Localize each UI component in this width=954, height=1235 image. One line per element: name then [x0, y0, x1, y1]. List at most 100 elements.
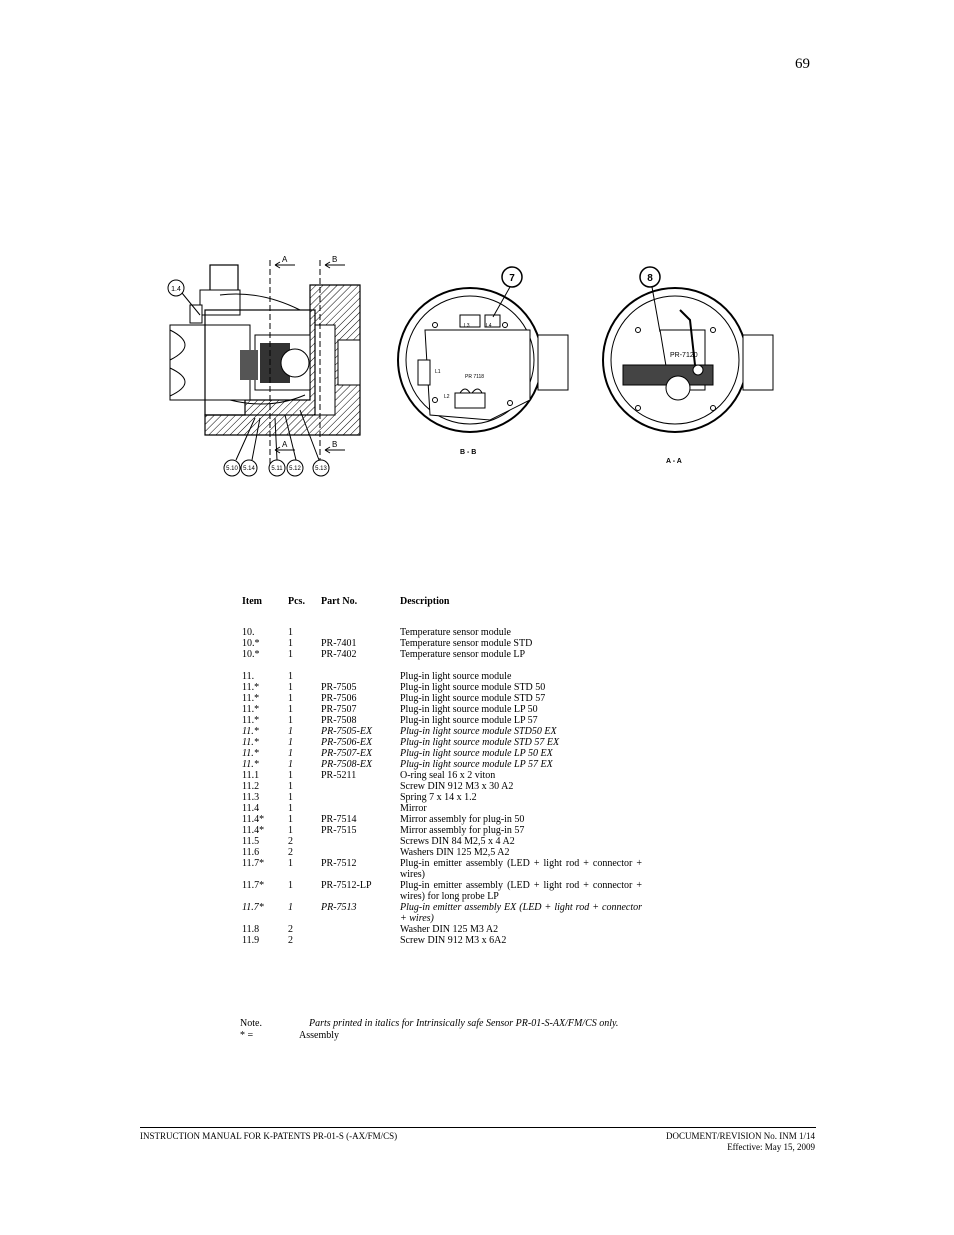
cell-item: 11.3 [242, 792, 260, 803]
cell-item: 11.* [242, 715, 260, 726]
cell-part-no: PR-7508-EX [321, 759, 373, 770]
footer-manual-title: INSTRUCTION MANUAL FOR K-PATENTS PR-01-S… [140, 1131, 398, 1141]
cell-part-no: PR-5211 [321, 770, 357, 781]
cell-pcs: 1 [288, 726, 293, 737]
callout-5-13: 5.13 [315, 466, 327, 472]
cell-pcs: 1 [288, 715, 293, 726]
cell-pcs: 1 [288, 902, 293, 913]
cell-part-no [321, 627, 400, 638]
cell-item: 11.* [242, 682, 260, 693]
cell-pcs: 1 [288, 858, 293, 869]
caption-a-a: A - A [666, 458, 682, 465]
cell-part-no: PR-7402 [321, 649, 357, 660]
cell-pcs: 1 [288, 649, 293, 660]
board-bb-mark-l1: L1 [435, 369, 441, 375]
cell-item: 10.* [242, 638, 260, 649]
cell-item: 11.7* [242, 858, 265, 869]
cell-item: 11.2 [242, 781, 260, 792]
callout-5-14: 5.14 [243, 466, 255, 472]
cell-pcs: 1 [288, 638, 293, 649]
technical-drawing: A B A B 1.4 5.10 5.14 5.11 5.12 5.13 [167, 255, 774, 477]
board-bb-label: PR 7118 [465, 374, 484, 380]
cell-item: 11.4* [242, 825, 265, 836]
cell-part-no [321, 792, 400, 803]
cell-part-no: PR-7505-EX [321, 726, 373, 737]
cell-item: 11.6 [242, 847, 260, 858]
callout-7: 7 [509, 273, 515, 284]
caption-b-b: B - B [460, 449, 476, 456]
callout-5-11: 5.11 [271, 466, 283, 472]
cell-part-no: PR-7513 [321, 902, 357, 913]
cell-description: Plug-in emitter assembly (LED + light ro… [400, 880, 642, 902]
board-bb-mark-l4: L4 [486, 323, 492, 329]
cell-item: 11.8 [242, 924, 260, 935]
cell-description: Plug-in light source module LP 57 EX [400, 759, 553, 770]
header-description: Description [400, 596, 450, 607]
cell-description: O-ring seal 16 x 2 viton [400, 770, 496, 781]
board-bb-mark-l2: L2 [444, 394, 450, 400]
footer-document-info: DOCUMENT/REVISION No. INM 1/14 Effective… [666, 1131, 815, 1153]
cell-description: Plug-in light source module STD 57 [400, 693, 546, 704]
cell-description: Screw DIN 912 M3 x 6A2 [400, 935, 507, 946]
cell-item: 11.* [242, 704, 260, 715]
cell-item: 11.* [242, 759, 259, 770]
cell-pcs: 2 [288, 847, 293, 858]
note-label: Note. [240, 1018, 262, 1029]
notes-section: Note. Parts printed in italics for Intri… [240, 1018, 618, 1042]
cell-description: Plug-in light source module STD50 EX [400, 726, 557, 737]
cell-item: 11.9 [242, 935, 260, 946]
cell-pcs: 1 [288, 814, 293, 825]
cell-part-no [321, 935, 400, 946]
cell-item: 11.4 [242, 803, 260, 814]
section-label-a-bottom: A [282, 440, 288, 449]
cell-description: Plug-in light source module STD 50 [400, 682, 546, 693]
header-pcs: Pcs. [288, 596, 305, 607]
callout-5-10: 5.10 [226, 466, 238, 472]
cell-description: Temperature sensor module LP [400, 649, 526, 660]
star-text: Assembly [299, 1030, 339, 1041]
cell-pcs: 1 [288, 704, 293, 715]
cell-description: Plug-in light source module STD 57 EX [400, 737, 560, 748]
cell-description: Screws DIN 84 M2,5 x 4 A2 [400, 836, 515, 847]
cell-part-no: PR-7401 [321, 638, 357, 649]
cell-item: 11.7* [242, 902, 264, 913]
cell-item: 11. [242, 671, 255, 682]
cell-description: Mirror [400, 803, 427, 814]
note-text: Parts printed in italics for Intrinsical… [309, 1018, 619, 1029]
cell-pcs: 1 [288, 748, 293, 759]
cell-description: Plug-in emitter assembly EX (LED + light… [400, 902, 642, 924]
cell-part-no: PR-7506-EX [321, 737, 373, 748]
cell-part-no [321, 847, 400, 858]
board-aa-label: PR-7120 [670, 352, 698, 359]
cell-pcs: 1 [288, 781, 293, 792]
page-number: 69 [795, 56, 810, 72]
cell-part-no [321, 781, 400, 792]
cell-pcs: 1 [288, 770, 293, 781]
cell-description: Washers DIN 125 M2,5 A2 [400, 847, 510, 858]
view-a-a: PR-7120 8 A - A [602, 266, 774, 465]
header-item: Item [242, 596, 262, 607]
cell-part-no: PR-7512-LP [321, 880, 372, 891]
cell-item: 11.1 [242, 770, 260, 781]
cell-description: Plug-in light source module LP 50 EX [400, 748, 553, 759]
cell-pcs: 2 [288, 924, 293, 935]
board-bb-mark-l3: L3 [464, 323, 470, 329]
cell-item: 11.4* [242, 814, 265, 825]
cell-part-no [321, 836, 400, 847]
cell-description: Mirror assembly for plug-in 57 [400, 825, 525, 836]
